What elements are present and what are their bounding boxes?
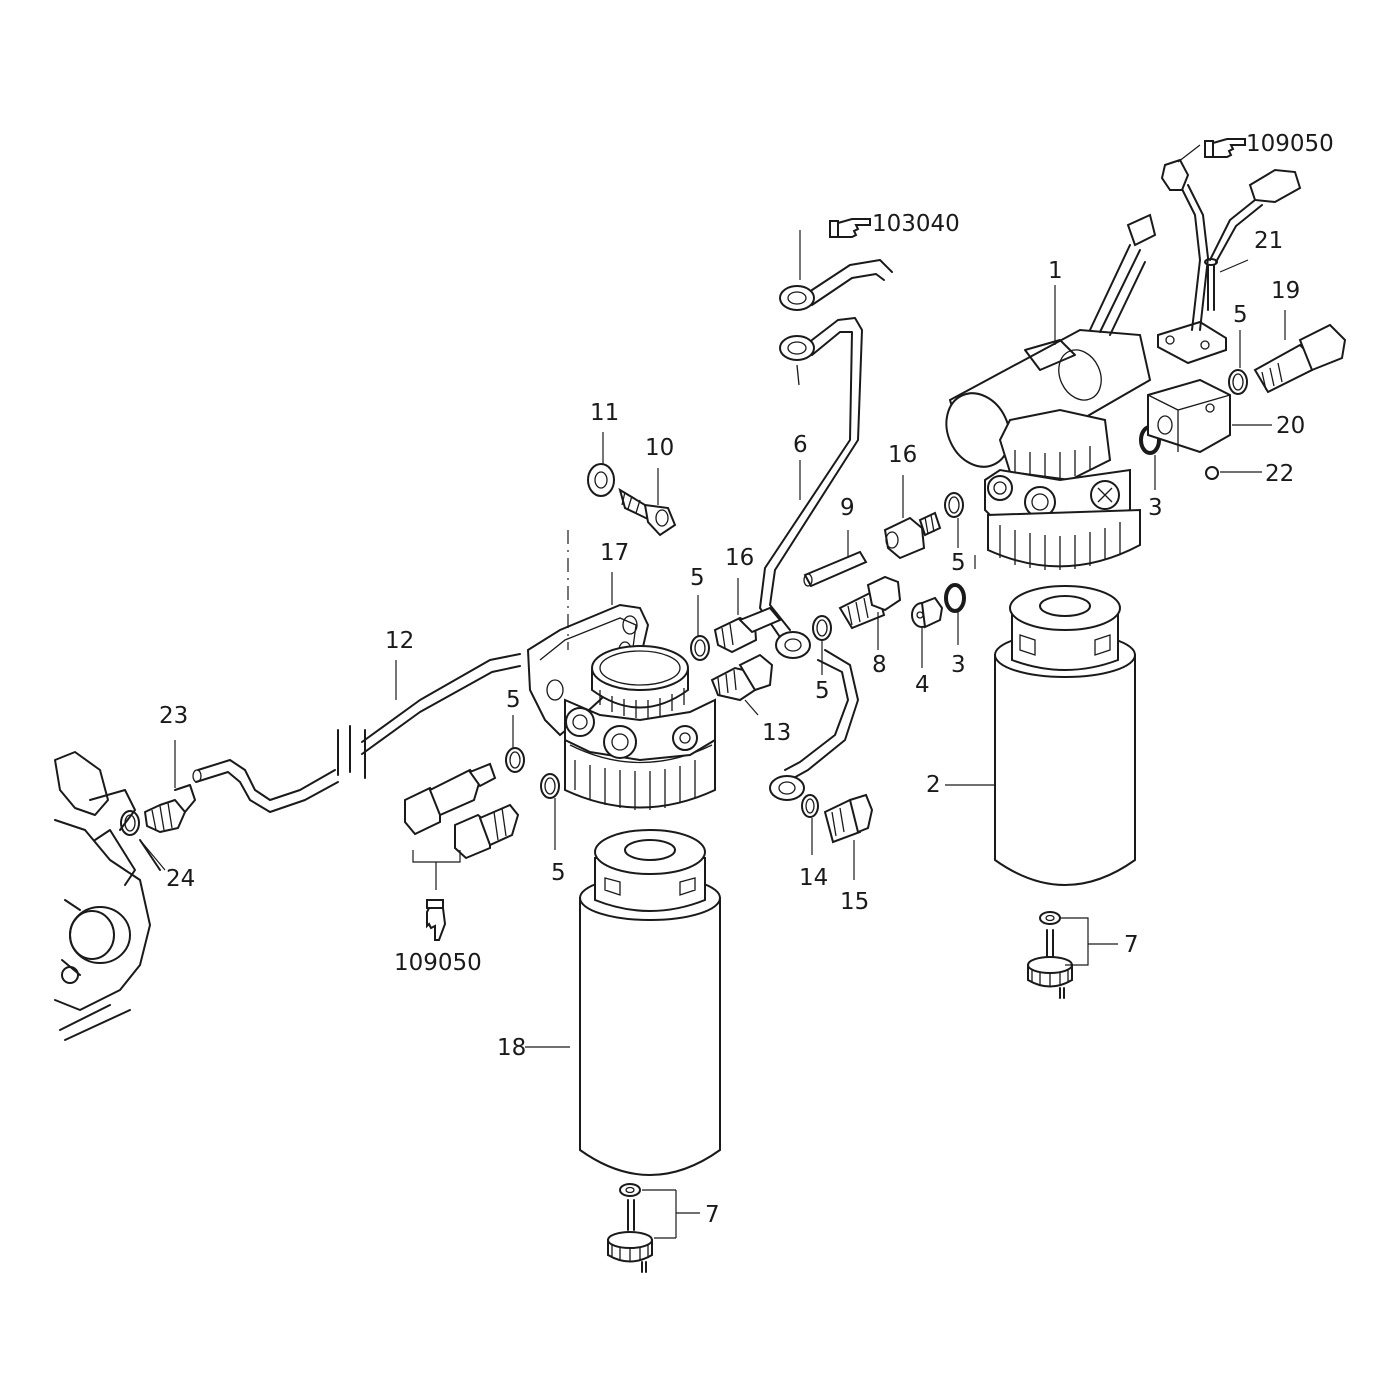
part-19-fitting	[1253, 323, 1347, 394]
part-15-bolt	[823, 793, 874, 844]
callout-2: 2	[926, 772, 941, 798]
engine-block-fragment	[54, 751, 161, 1041]
callout-9: 9	[840, 495, 855, 521]
callout-5: 5	[551, 860, 566, 886]
part-11-washer	[587, 463, 615, 497]
part-5-washer-d	[505, 747, 525, 773]
left-filter-head	[564, 645, 716, 810]
part-14-washer	[801, 794, 819, 818]
callout-7: 7	[1124, 932, 1139, 958]
reference-code-pipe: 103040	[872, 211, 960, 237]
part-3-o-ring-lower	[944, 583, 966, 613]
part-5-washer-f	[1228, 369, 1248, 395]
part-2-filter-element	[994, 585, 1136, 886]
part-18-filter-element	[579, 829, 721, 1176]
callout-5: 5	[690, 565, 705, 591]
wiring-harness	[1160, 158, 1302, 331]
part-4-plug	[911, 596, 944, 629]
reference-code-harness: 109050	[1246, 131, 1334, 157]
callout-5: 5	[815, 678, 830, 704]
part-5-washer-a	[944, 492, 964, 518]
callout-1: 1	[1048, 258, 1063, 284]
pointing-hand-icon	[1204, 138, 1246, 158]
part-24-washer	[120, 810, 140, 836]
callout-12: 12	[385, 628, 414, 654]
callout-6: 6	[793, 432, 808, 458]
callout-4: 4	[915, 672, 930, 698]
part-23-fitting	[144, 784, 196, 833]
part-10-bolt	[618, 487, 677, 537]
part-22-nut	[1205, 466, 1219, 480]
callout-5: 5	[951, 550, 966, 576]
callout-7: 7	[705, 1202, 720, 1228]
callout-23: 23	[159, 703, 188, 729]
part-7-drain-plug-left	[607, 1183, 653, 1273]
part-20-block	[1147, 378, 1231, 454]
part-8-banjo-bolt	[838, 575, 902, 630]
part-1-electric-pump	[945, 213, 1157, 468]
reference-code-sensor: 109050	[394, 950, 482, 976]
callout-10: 10	[645, 435, 674, 461]
part-5-washer-c	[690, 635, 710, 661]
part-16-fitting-upper	[883, 511, 942, 560]
part-16-fitting-lower	[713, 606, 782, 654]
part-12-fuel-pipe	[192, 653, 521, 813]
callout-17: 17	[600, 540, 629, 566]
callout-19: 19	[1271, 278, 1300, 304]
callout-3: 3	[1148, 495, 1163, 521]
callout-18: 18	[497, 1035, 526, 1061]
callout-16: 16	[888, 442, 917, 468]
callout-5: 5	[506, 687, 521, 713]
part-5-washer-b	[812, 615, 832, 641]
callout-20: 20	[1276, 413, 1305, 439]
callout-13: 13	[762, 720, 791, 746]
part-7-drain-plug-right	[1027, 911, 1073, 999]
part-13-fitting	[710, 653, 774, 702]
pointing-hand-icon	[829, 218, 871, 238]
callout-labels: 1 2 3 3 4 5 5 5 5 5 5 6 7 7 8 9 10 11 12…	[159, 228, 1305, 1228]
callout-21: 21	[1254, 228, 1283, 254]
part-21-screw-and-plate	[1157, 258, 1227, 365]
callout-16: 16	[725, 545, 754, 571]
part-6-fuel-pipe	[759, 259, 893, 641]
part-9-pipe	[803, 550, 868, 588]
callout-11: 11	[590, 400, 619, 426]
callout-24: 24	[166, 866, 195, 892]
callout-14: 14	[799, 865, 828, 891]
callout-22: 22	[1265, 461, 1294, 487]
callout-15: 15	[840, 889, 869, 915]
pointing-hand-icon	[426, 899, 447, 941]
part-5-washer-e	[540, 773, 560, 799]
banjo-pipe-lower	[769, 631, 859, 801]
right-filter-head	[984, 408, 1141, 570]
sensor-left	[404, 762, 497, 836]
callout-3: 3	[951, 652, 966, 678]
callout-5: 5	[1233, 302, 1248, 328]
callout-8: 8	[872, 652, 887, 678]
reference-labels: 109050 103040 109050	[394, 131, 1334, 976]
leader-lines	[139, 144, 1286, 1239]
sensor-right	[454, 803, 520, 860]
